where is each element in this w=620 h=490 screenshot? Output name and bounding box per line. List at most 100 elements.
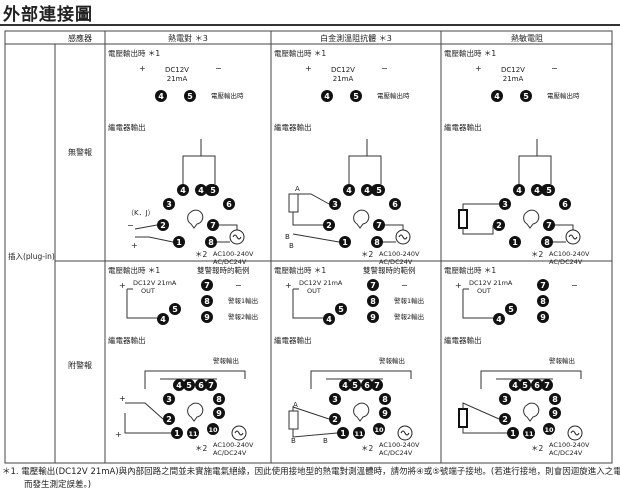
voltage-output-label: 電壓輸出時 ＊1 <box>444 48 496 58</box>
terminal-7-label: 7 <box>376 221 382 230</box>
ac-power-label: AC100-240V <box>549 250 590 258</box>
tc-wire-1 <box>134 224 158 230</box>
ac-source-icon <box>229 229 245 245</box>
terminal-6: 6 <box>361 379 373 391</box>
out-wire <box>292 289 323 319</box>
terminal-4: 4 <box>531 184 543 196</box>
terminal-3-label: 3 <box>166 200 172 209</box>
terminal-8: 8 <box>541 236 553 248</box>
terminal-6: 6 <box>559 198 571 210</box>
rtd-a-label: A <box>295 185 300 193</box>
dc12v-21ma-label: DC12V 21mA <box>469 279 513 287</box>
ac-power-label: AC100-240V <box>379 441 420 449</box>
minus-sign: − <box>215 64 222 73</box>
minus-sign: − <box>235 281 242 290</box>
therm-wire-2 <box>462 427 507 434</box>
terminal-8: 8 <box>367 295 379 307</box>
terminal-7: 7 <box>367 279 379 291</box>
terminal-9: 9 <box>213 407 225 419</box>
terminal-5: 5 <box>373 184 385 196</box>
title-rule <box>0 24 620 26</box>
minus-sign: − <box>401 281 408 290</box>
tc-plus-2: + <box>115 430 122 439</box>
terminal-2-label: 2 <box>502 415 508 424</box>
relay-output-label: 繼電器輸出 <box>274 335 312 345</box>
terminal-1-label: 1 <box>174 429 180 438</box>
terminal-7: 7 <box>205 379 217 391</box>
footnote-1-cont: 而發生測定誤差。) <box>24 480 92 490</box>
terminal-7-label: 7 <box>370 281 376 290</box>
terminal-7: 7 <box>201 279 213 291</box>
terminal-8: 8 <box>549 393 561 405</box>
terminal-6: 6 <box>531 379 543 391</box>
terminal-2: 2 <box>499 413 511 425</box>
dc-power-label: AC/DC24V <box>213 449 247 457</box>
terminal-3-label: 3 <box>502 395 508 404</box>
terminal-6-label: 6 <box>364 381 370 390</box>
minus-sign: − <box>381 64 388 73</box>
rtd-b-label: B <box>285 233 290 241</box>
terminal-11-label: 11 <box>524 430 534 438</box>
relay-wire <box>348 155 382 192</box>
terminal-4-label: 4 <box>342 381 348 390</box>
terminal-4-label: 4 <box>512 381 518 390</box>
terminal-3: 3 <box>163 393 175 405</box>
dc-power-label: AC/DC24V <box>379 449 413 457</box>
terminal-7-label: 7 <box>546 221 552 230</box>
terminal-9: 9 <box>379 407 391 419</box>
terminal-6-label: 6 <box>392 200 398 209</box>
voltage-output-label: 電壓輸出時 ＊1 <box>444 265 496 275</box>
terminal-8-label: 8 <box>370 297 376 306</box>
terminal-1: 1 <box>507 427 519 439</box>
terminal-5-label: 5 <box>546 186 552 195</box>
terminal-3-label: 3 <box>166 395 172 404</box>
terminal-9: 9 <box>201 311 213 323</box>
dc-power-label: AC/DC24V <box>549 449 583 457</box>
therm-wire-2 <box>462 225 494 235</box>
terminal-4: 4 <box>321 90 333 102</box>
terminal-1: 1 <box>339 236 351 248</box>
terminal-1-label: 1 <box>512 238 518 247</box>
terminal-8-label: 8 <box>208 238 214 247</box>
rtd-wire-b <box>292 212 323 226</box>
terminal-5-label: 5 <box>187 92 193 101</box>
alarm2-label: 警報2輸出 <box>394 312 424 321</box>
terminal-7: 7 <box>371 379 383 391</box>
terminal-4-label: 4 <box>346 186 352 195</box>
out-wire <box>462 289 493 319</box>
footnote-1: ＊1. 電壓輸出(DC12V 21mA)與內部回路之間並未實施電氣絕緣，因此使用… <box>2 467 620 477</box>
key-icon <box>353 209 370 229</box>
terminal-11-label: 11 <box>188 430 198 438</box>
terminal-5-label: 5 <box>338 305 344 314</box>
out-label: OUT <box>477 287 491 295</box>
key-icon <box>187 402 204 422</box>
terminal-5-label: 5 <box>522 381 528 390</box>
page-title: 外部連接圖 <box>3 5 93 25</box>
terminal-5: 5 <box>169 303 181 315</box>
terminal-8-label: 8 <box>382 395 388 404</box>
relay-output-label: 繼電器輸出 <box>444 335 482 345</box>
terminal-2: 2 <box>163 413 175 425</box>
terminal-9-label: 9 <box>540 313 546 322</box>
terminal-2: 2 <box>157 219 169 231</box>
terminal-1: 1 <box>171 427 183 439</box>
row-with-alarm: 附警報 <box>68 360 92 370</box>
voltage-out-right: 電壓輸出時 <box>377 91 410 100</box>
dc-power-label: AC/DC24V <box>549 258 583 266</box>
terminal-7-label: 7 <box>208 381 214 390</box>
terminal-1: 1 <box>337 427 349 439</box>
terminal-4: 4 <box>155 90 167 102</box>
note2-label: ＊2 <box>531 250 543 259</box>
terminal-5-label: 5 <box>508 305 514 314</box>
terminal-5-label: 5 <box>172 305 178 314</box>
alarm-example-label: 雙警報時的範例 <box>197 265 250 275</box>
alarm-output-label: 警報輸出 <box>213 356 239 365</box>
key-icon <box>353 402 370 422</box>
terminal-4: 4 <box>177 184 189 196</box>
terminal-5-label: 5 <box>210 186 216 195</box>
terminal-6-label: 6 <box>534 381 540 390</box>
terminal-6: 6 <box>195 379 207 391</box>
power-wire <box>385 224 404 230</box>
terminal-2-label: 2 <box>332 415 338 424</box>
